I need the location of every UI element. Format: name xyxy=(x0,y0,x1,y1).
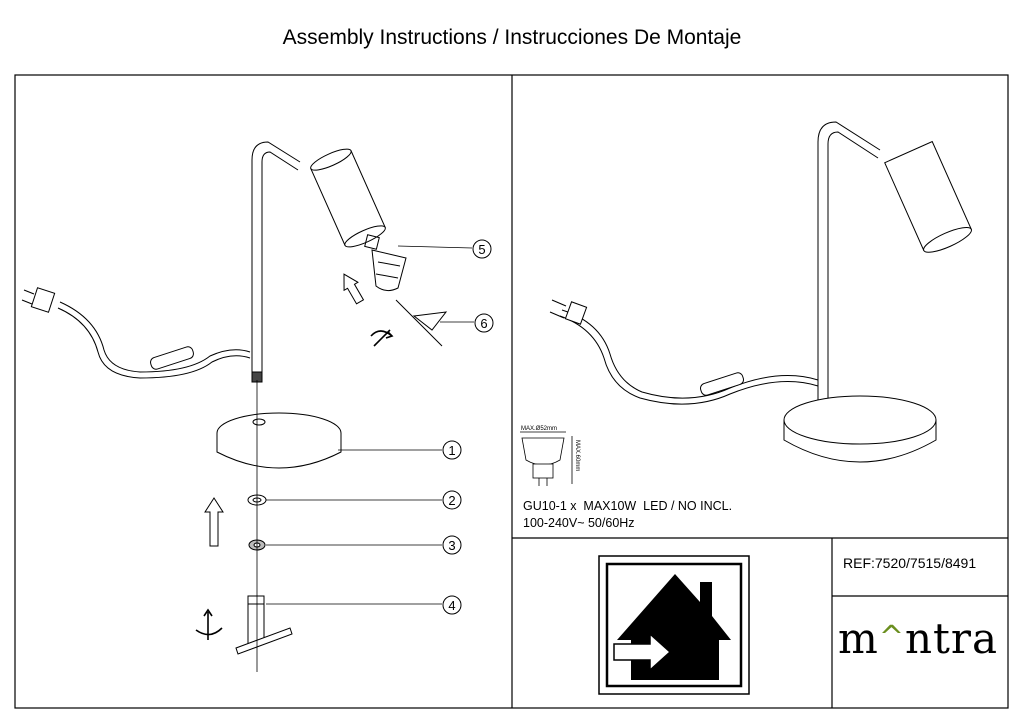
indoor-use-house-icon xyxy=(598,555,750,695)
rotate-icon xyxy=(370,329,394,347)
voltage-spec-line: 100-240V~ 50/60Hz xyxy=(523,516,635,530)
callout-3-label: 3 xyxy=(448,538,455,553)
brand-mark: ^ xyxy=(878,620,905,655)
up-arrow-icon xyxy=(204,497,224,547)
bulb-max-height: MAX.60mm xyxy=(574,440,580,471)
rotate-icon xyxy=(195,608,223,640)
brand-logo: m^ntra xyxy=(838,614,998,663)
bulb-dimension-diagram xyxy=(520,431,573,486)
exploded-lamp-drawing xyxy=(21,141,448,672)
up-arrow-icon xyxy=(343,273,365,305)
callout-2-label: 2 xyxy=(448,493,455,508)
assembled-lamp-drawing xyxy=(549,121,972,463)
product-reference: REF:7520/7515/8491 xyxy=(843,555,977,571)
callout-4-label: 4 xyxy=(448,598,455,613)
bulb-max-diameter: MAX.Ø52mm xyxy=(521,426,557,432)
bulb-spec-line: GU10-1 x MAX10W LED / NO INCL. xyxy=(523,499,733,513)
brand-part2: ntra xyxy=(904,614,999,663)
callout-1-label: 1 xyxy=(448,443,455,458)
callout-circles xyxy=(442,239,494,615)
page-title: Assembly Instructions / Instrucciones De… xyxy=(282,26,742,49)
brand-part1: m xyxy=(838,614,879,663)
callout-5-label: 5 xyxy=(478,242,485,257)
callout-6-label: 6 xyxy=(480,316,487,331)
callout-leaders xyxy=(266,245,474,605)
